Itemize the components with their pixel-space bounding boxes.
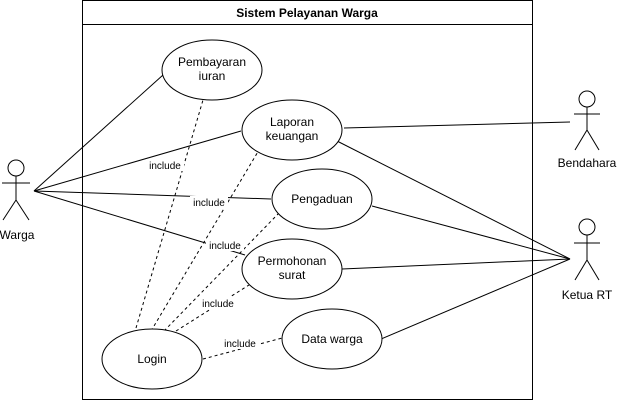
actor-leg-left	[2, 199, 17, 221]
actor-head	[578, 218, 596, 236]
actor-leg-right	[586, 259, 600, 281]
include-label-bg	[146, 159, 184, 171]
use-case-label-line-2: keuangan	[266, 129, 319, 143]
include-label-bg	[221, 337, 259, 349]
include-label-bg	[206, 239, 244, 251]
use-case-label-line-2: iuran	[199, 69, 226, 83]
actor-head	[7, 159, 25, 177]
use-case-label-line-1: Login	[137, 352, 166, 366]
include-label-data-warga: include	[224, 339, 256, 350]
actor-label-warga: Warga	[0, 228, 35, 242]
actor-leg-right	[15, 199, 30, 221]
association-ketua-rt-laporan-keuangan	[336, 140, 571, 260]
association-ketua-rt-permohonan-surat	[341, 258, 571, 270]
include-label-pengaduan: include	[209, 241, 241, 252]
use-case-permohonan-surat: Permohonan surat	[241, 238, 343, 300]
actor-warga	[2, 159, 30, 221]
use-case-login: Login	[101, 328, 203, 390]
use-case-ellipse	[281, 308, 383, 370]
use-case-label-line-1: Pembayaran	[178, 55, 246, 69]
actor-label-bendahara: Bendahara	[558, 156, 617, 170]
use-case-label-line-2: surat	[279, 268, 306, 282]
actor-leg-right	[586, 129, 600, 151]
actor-head	[578, 90, 596, 108]
actor-leg-left	[574, 259, 588, 281]
use-case-data-warga: Data warga	[281, 308, 383, 370]
include-label-permohonan-surat: include	[202, 299, 234, 310]
include-labels: include include include include include	[146, 159, 259, 350]
association-ketua-rt-pengaduan	[371, 205, 571, 260]
actor-bendahara	[574, 90, 600, 151]
use-case-ellipse	[241, 238, 343, 300]
use-case-ellipse	[101, 328, 203, 390]
system-title: Sistem Pelayanan Warga	[236, 6, 378, 20]
include-label-laporan-keuangan: include	[193, 198, 225, 209]
association-warga-laporan-keuangan	[33, 130, 242, 192]
include-line-pembayaran-iuran	[135, 99, 204, 329]
include-label-bg	[190, 196, 228, 208]
actor-leg-left	[574, 129, 588, 151]
associations	[33, 74, 571, 340]
association-bendahara-laporan-keuangan	[343, 121, 571, 129]
use-case-label-line-1: Pengaduan	[291, 192, 352, 206]
use-case-label-line-1: Permohonan	[258, 254, 327, 268]
use-case-ellipse	[241, 99, 343, 161]
use-case-ellipse	[161, 39, 263, 101]
association-warga-pembayaran-iuran	[33, 74, 164, 192]
use-case-label-line-1: Data warga	[301, 332, 363, 346]
use-case-laporan-keuangan: Laporan keuangan	[241, 99, 343, 161]
include-line-laporan-keuangan	[150, 149, 260, 332]
include-label-pembayaran-iuran: include	[149, 161, 181, 172]
actor-ketua-rt	[574, 218, 600, 281]
association-ketua-rt-data-warga	[380, 258, 571, 340]
use-case-label-line-1: Laporan	[270, 115, 314, 129]
include-label-bg	[199, 297, 237, 309]
actor-label-ketua-rt: Ketua RT	[562, 288, 613, 302]
use-case-ellipse	[271, 168, 373, 230]
use-case-pembayaran-iuran: Pembayaran iuran	[161, 39, 263, 101]
use-case-pengaduan: Pengaduan	[271, 168, 373, 230]
association-warga-pengaduan	[33, 190, 272, 200]
